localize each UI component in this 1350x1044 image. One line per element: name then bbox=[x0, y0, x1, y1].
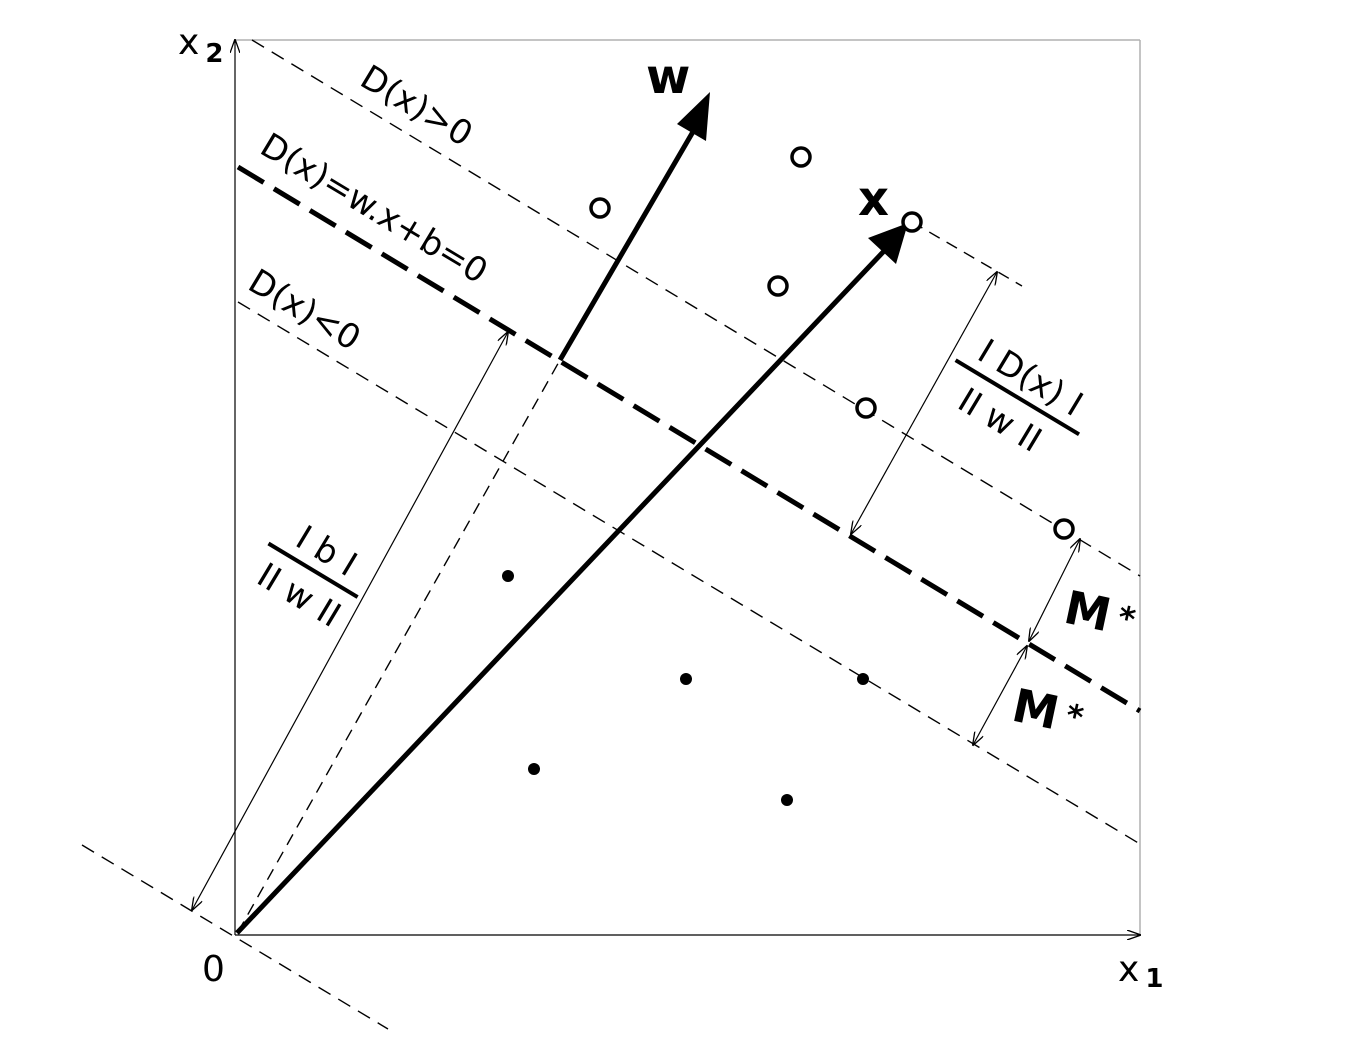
svg-text:M: M bbox=[1060, 580, 1116, 642]
x-vector-label: x bbox=[858, 171, 889, 227]
upper-margin-arrow bbox=[1029, 539, 1080, 641]
fraction-bar bbox=[267, 541, 359, 599]
svg-text:*: * bbox=[1114, 598, 1139, 639]
upper-margin-label: M * bbox=[1060, 580, 1139, 642]
x-vector bbox=[235, 223, 908, 935]
origin-distance-arrow bbox=[192, 332, 508, 910]
positive-point bbox=[790, 146, 812, 168]
positive-point bbox=[767, 275, 789, 297]
negative-class-points bbox=[502, 570, 869, 806]
positive-region-label: D(x)>0 bbox=[353, 57, 479, 155]
svg-text:*: * bbox=[1062, 696, 1087, 737]
decision-boundary-line bbox=[236, 164, 1142, 714]
lower-margin-label: M * bbox=[1008, 678, 1087, 740]
positive-class-points bbox=[589, 146, 1075, 540]
negative-point bbox=[502, 570, 514, 582]
negative-point bbox=[528, 763, 540, 775]
negative-margin-line bbox=[237, 301, 1141, 845]
svg-text:M: M bbox=[1008, 678, 1064, 740]
origin-label: 0 bbox=[202, 949, 225, 990]
origin-distance-fraction: I b I II w II bbox=[250, 518, 364, 636]
positive-point bbox=[589, 197, 611, 219]
negative-point bbox=[857, 673, 869, 685]
origin-parallel-line bbox=[81, 844, 389, 1030]
positive-point bbox=[901, 211, 923, 233]
positive-point bbox=[855, 397, 877, 419]
lower-margin-arrow bbox=[973, 646, 1027, 745]
positive-point bbox=[1053, 518, 1075, 540]
w-vector-label: w bbox=[646, 49, 690, 105]
point-distance-arrow bbox=[851, 272, 997, 534]
plot-frame bbox=[235, 39, 1141, 935]
fraction-bar bbox=[954, 358, 1081, 437]
negative-point bbox=[781, 794, 793, 806]
x-projection-line bbox=[911, 221, 1023, 287]
negative-point bbox=[680, 673, 692, 685]
w-vector bbox=[557, 92, 710, 362]
negative-region-label: D(x)<0 bbox=[241, 261, 367, 359]
